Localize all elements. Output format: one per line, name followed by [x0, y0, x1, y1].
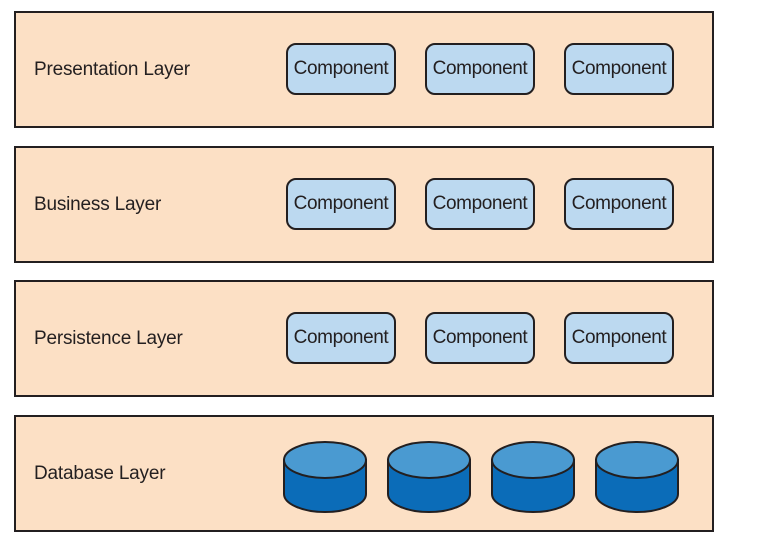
presentation-component-3: Component	[564, 43, 674, 95]
presentation-component-1: Component	[286, 43, 396, 95]
layer-label-presentation: Presentation Layer	[34, 58, 190, 80]
business-component-3: Component	[564, 178, 674, 230]
database-layer: Database Layer	[14, 415, 714, 532]
presentation-layer: Presentation Layer Component Component C…	[14, 11, 714, 128]
persistence-component-1: Component	[286, 312, 396, 364]
database-cylinder-icon	[595, 441, 679, 513]
layer-label-business: Business Layer	[34, 193, 162, 215]
persistence-component-2: Component	[425, 312, 535, 364]
database-cylinder-icon	[387, 441, 471, 513]
persistence-component-3: Component	[564, 312, 674, 364]
database-cylinder-icon	[491, 441, 575, 513]
database-cylinder-icon	[283, 441, 367, 513]
layer-label-database: Database Layer	[34, 462, 166, 484]
business-layer: Business Layer Component Component Compo…	[14, 146, 714, 263]
business-component-1: Component	[286, 178, 396, 230]
persistence-layer: Persistence Layer Component Component Co…	[14, 280, 714, 397]
presentation-component-2: Component	[425, 43, 535, 95]
business-component-2: Component	[425, 178, 535, 230]
layer-label-persistence: Persistence Layer	[34, 327, 183, 349]
